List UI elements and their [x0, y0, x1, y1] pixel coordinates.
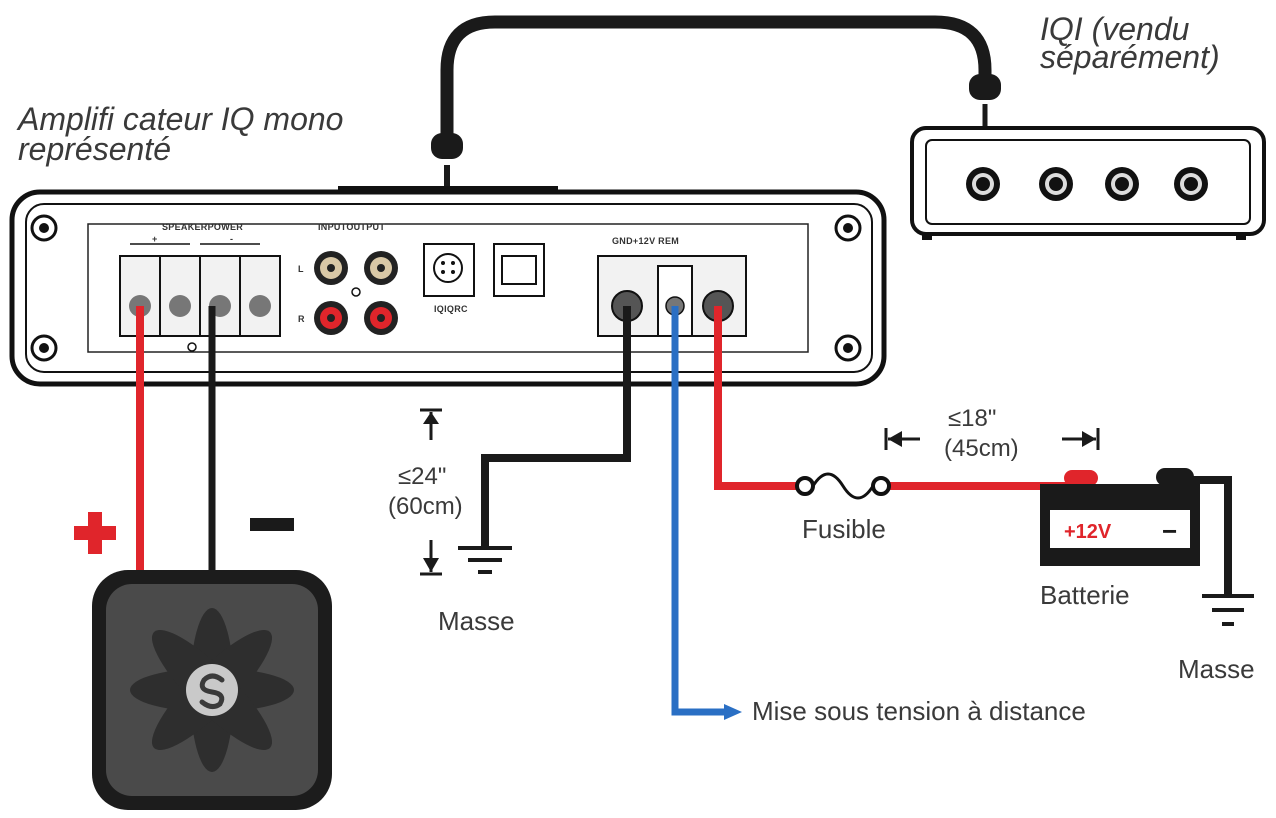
speaker-plus-icon: [74, 512, 116, 554]
remote-wire: [671, 306, 728, 716]
iqi-cable: [440, 15, 992, 147]
power-wire-to-fuse: [714, 306, 800, 490]
channel-l-label: L: [298, 264, 304, 274]
speaker-plus-label: +: [152, 234, 158, 244]
amp-iq-port[interactable]: [423, 243, 475, 297]
iqi-cable-plug-amp: [431, 133, 463, 159]
ground-distance-label-1: ≤24": [398, 463, 446, 490]
battery-label: Batterie: [1040, 580, 1130, 610]
subwoofer-icon: [92, 570, 332, 810]
ground-left-icon: [458, 546, 512, 574]
channel-r-label: R: [298, 314, 305, 324]
iqi-port-2[interactable]: [1039, 167, 1073, 201]
screw-icon: [834, 214, 862, 242]
amp-caption-line1: Amplifi cateur IQ mono: [16, 101, 343, 137]
battery-plus-text: +12V: [1064, 521, 1112, 543]
fuse-distance-label-2: (45cm): [944, 435, 1019, 462]
amp-caption-line2: représenté: [18, 131, 171, 167]
amp-rc-port[interactable]: [493, 243, 545, 297]
iqi-port-3[interactable]: [1105, 167, 1139, 201]
fuse-distance-marker: [884, 428, 1100, 450]
iqi-port-4[interactable]: [1174, 167, 1208, 201]
ground-left-label: Masse: [438, 606, 515, 636]
rca-jacks: [314, 251, 398, 335]
ground-wire: [481, 306, 631, 548]
battery-icon: [1040, 468, 1200, 566]
iqi-caption-line1: IQI (vendu: [1040, 11, 1190, 47]
screw-icon: [30, 334, 58, 362]
screw-icon: [834, 334, 862, 362]
rca-l-out[interactable]: [364, 251, 398, 285]
iqi-cable-plug-iqi: [969, 74, 1001, 100]
iqi-port-1[interactable]: [966, 167, 1000, 201]
speaker-minus-icon: [250, 518, 294, 531]
screw-icon: [30, 214, 58, 242]
battery-minus-text: −: [1162, 516, 1177, 546]
fuse-label: Fusible: [802, 514, 886, 544]
ground-right-icon: [1202, 594, 1254, 626]
fuse-icon: [795, 472, 891, 500]
speaker-minus-label: -: [230, 234, 233, 244]
remote-label: Mise sous tension à distance: [752, 696, 1086, 726]
power-terminal-label: GND+12V REM: [612, 236, 679, 246]
speaker-power-label: SPEAKERPOWER: [162, 222, 243, 232]
remote-arrow-icon: [724, 704, 742, 720]
ground-distance-label-2: (60cm): [388, 493, 463, 520]
input-output-label: INPUTOUTPUT: [318, 222, 385, 232]
iq-port-label: IQIQRC: [434, 304, 468, 314]
speaker-terminal-block: [119, 243, 281, 352]
ground-right-label: Masse: [1178, 654, 1255, 684]
rca-r-in[interactable]: [314, 301, 348, 335]
iqi-caption-line2: séparément): [1040, 39, 1220, 75]
fuse-distance-label-1: ≤18": [948, 405, 996, 432]
rca-l-in[interactable]: [314, 251, 348, 285]
rca-r-out[interactable]: [364, 301, 398, 335]
ground-distance-marker: [420, 408, 442, 576]
iqi-box: [910, 126, 1266, 240]
